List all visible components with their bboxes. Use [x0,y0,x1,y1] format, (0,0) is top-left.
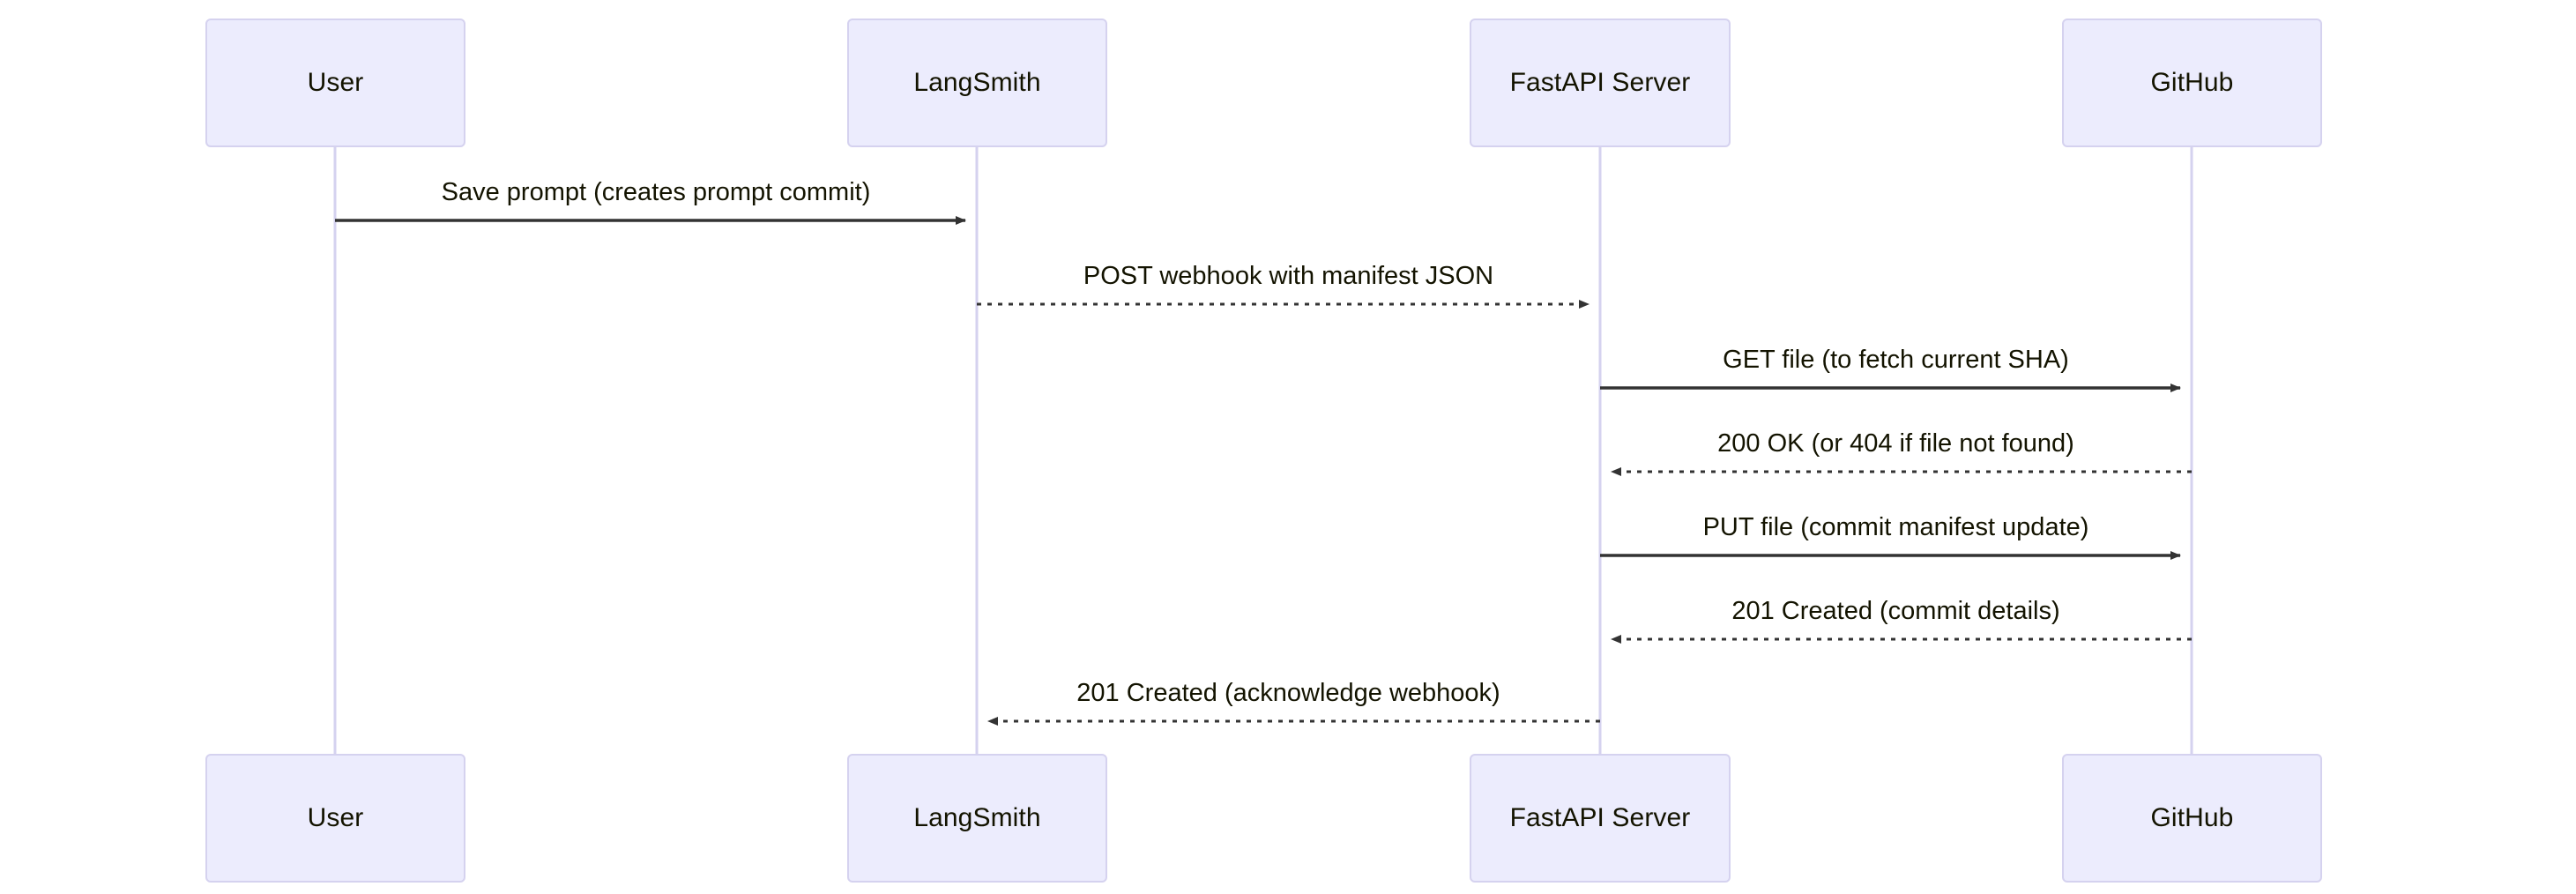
actor-label-github: GitHub [2150,803,2234,832]
actor-box-langsmith-bottom[interactable]: LangSmith [847,754,1107,883]
lifelines-group [333,147,2193,754]
actor-box-user-bottom[interactable]: User [205,754,465,883]
message-label-7: 201 Created (acknowledge webhook) [1076,679,1500,707]
actor-label-langsmith: LangSmith [913,68,1041,97]
message-label-2: POST webhook with manifest JSON [1083,262,1494,290]
message-lines-group [335,216,2192,726]
message-label-4: 200 OK (or 404 if file not found) [1717,429,2074,458]
actor-box-github-bottom[interactable]: GitHub [2062,754,2322,883]
actor-box-github-top[interactable]: GitHub [2062,19,2322,147]
actor-label-fastapi: FastAPI Server [1509,68,1691,97]
actor-box-user-top[interactable]: User [205,19,465,147]
actor-label-user: User [307,68,364,97]
message-label-3: GET file (to fetch current SHA) [1723,346,2069,374]
actor-label-langsmith: LangSmith [913,803,1041,832]
actor-label-github: GitHub [2150,68,2234,97]
message-label-5: PUT file (commit manifest update) [1702,513,2089,541]
actor-box-fastapi-bottom[interactable]: FastAPI Server [1470,754,1731,883]
actor-label-user: User [307,803,364,832]
actor-box-fastapi-top[interactable]: FastAPI Server [1470,19,1731,147]
actor-box-langsmith-top[interactable]: LangSmith [847,19,1107,147]
message-label-6: 201 Created (commit details) [1731,597,2060,625]
message-label-1: Save prompt (creates prompt commit) [441,178,871,206]
actor-label-fastapi: FastAPI Server [1509,803,1691,832]
